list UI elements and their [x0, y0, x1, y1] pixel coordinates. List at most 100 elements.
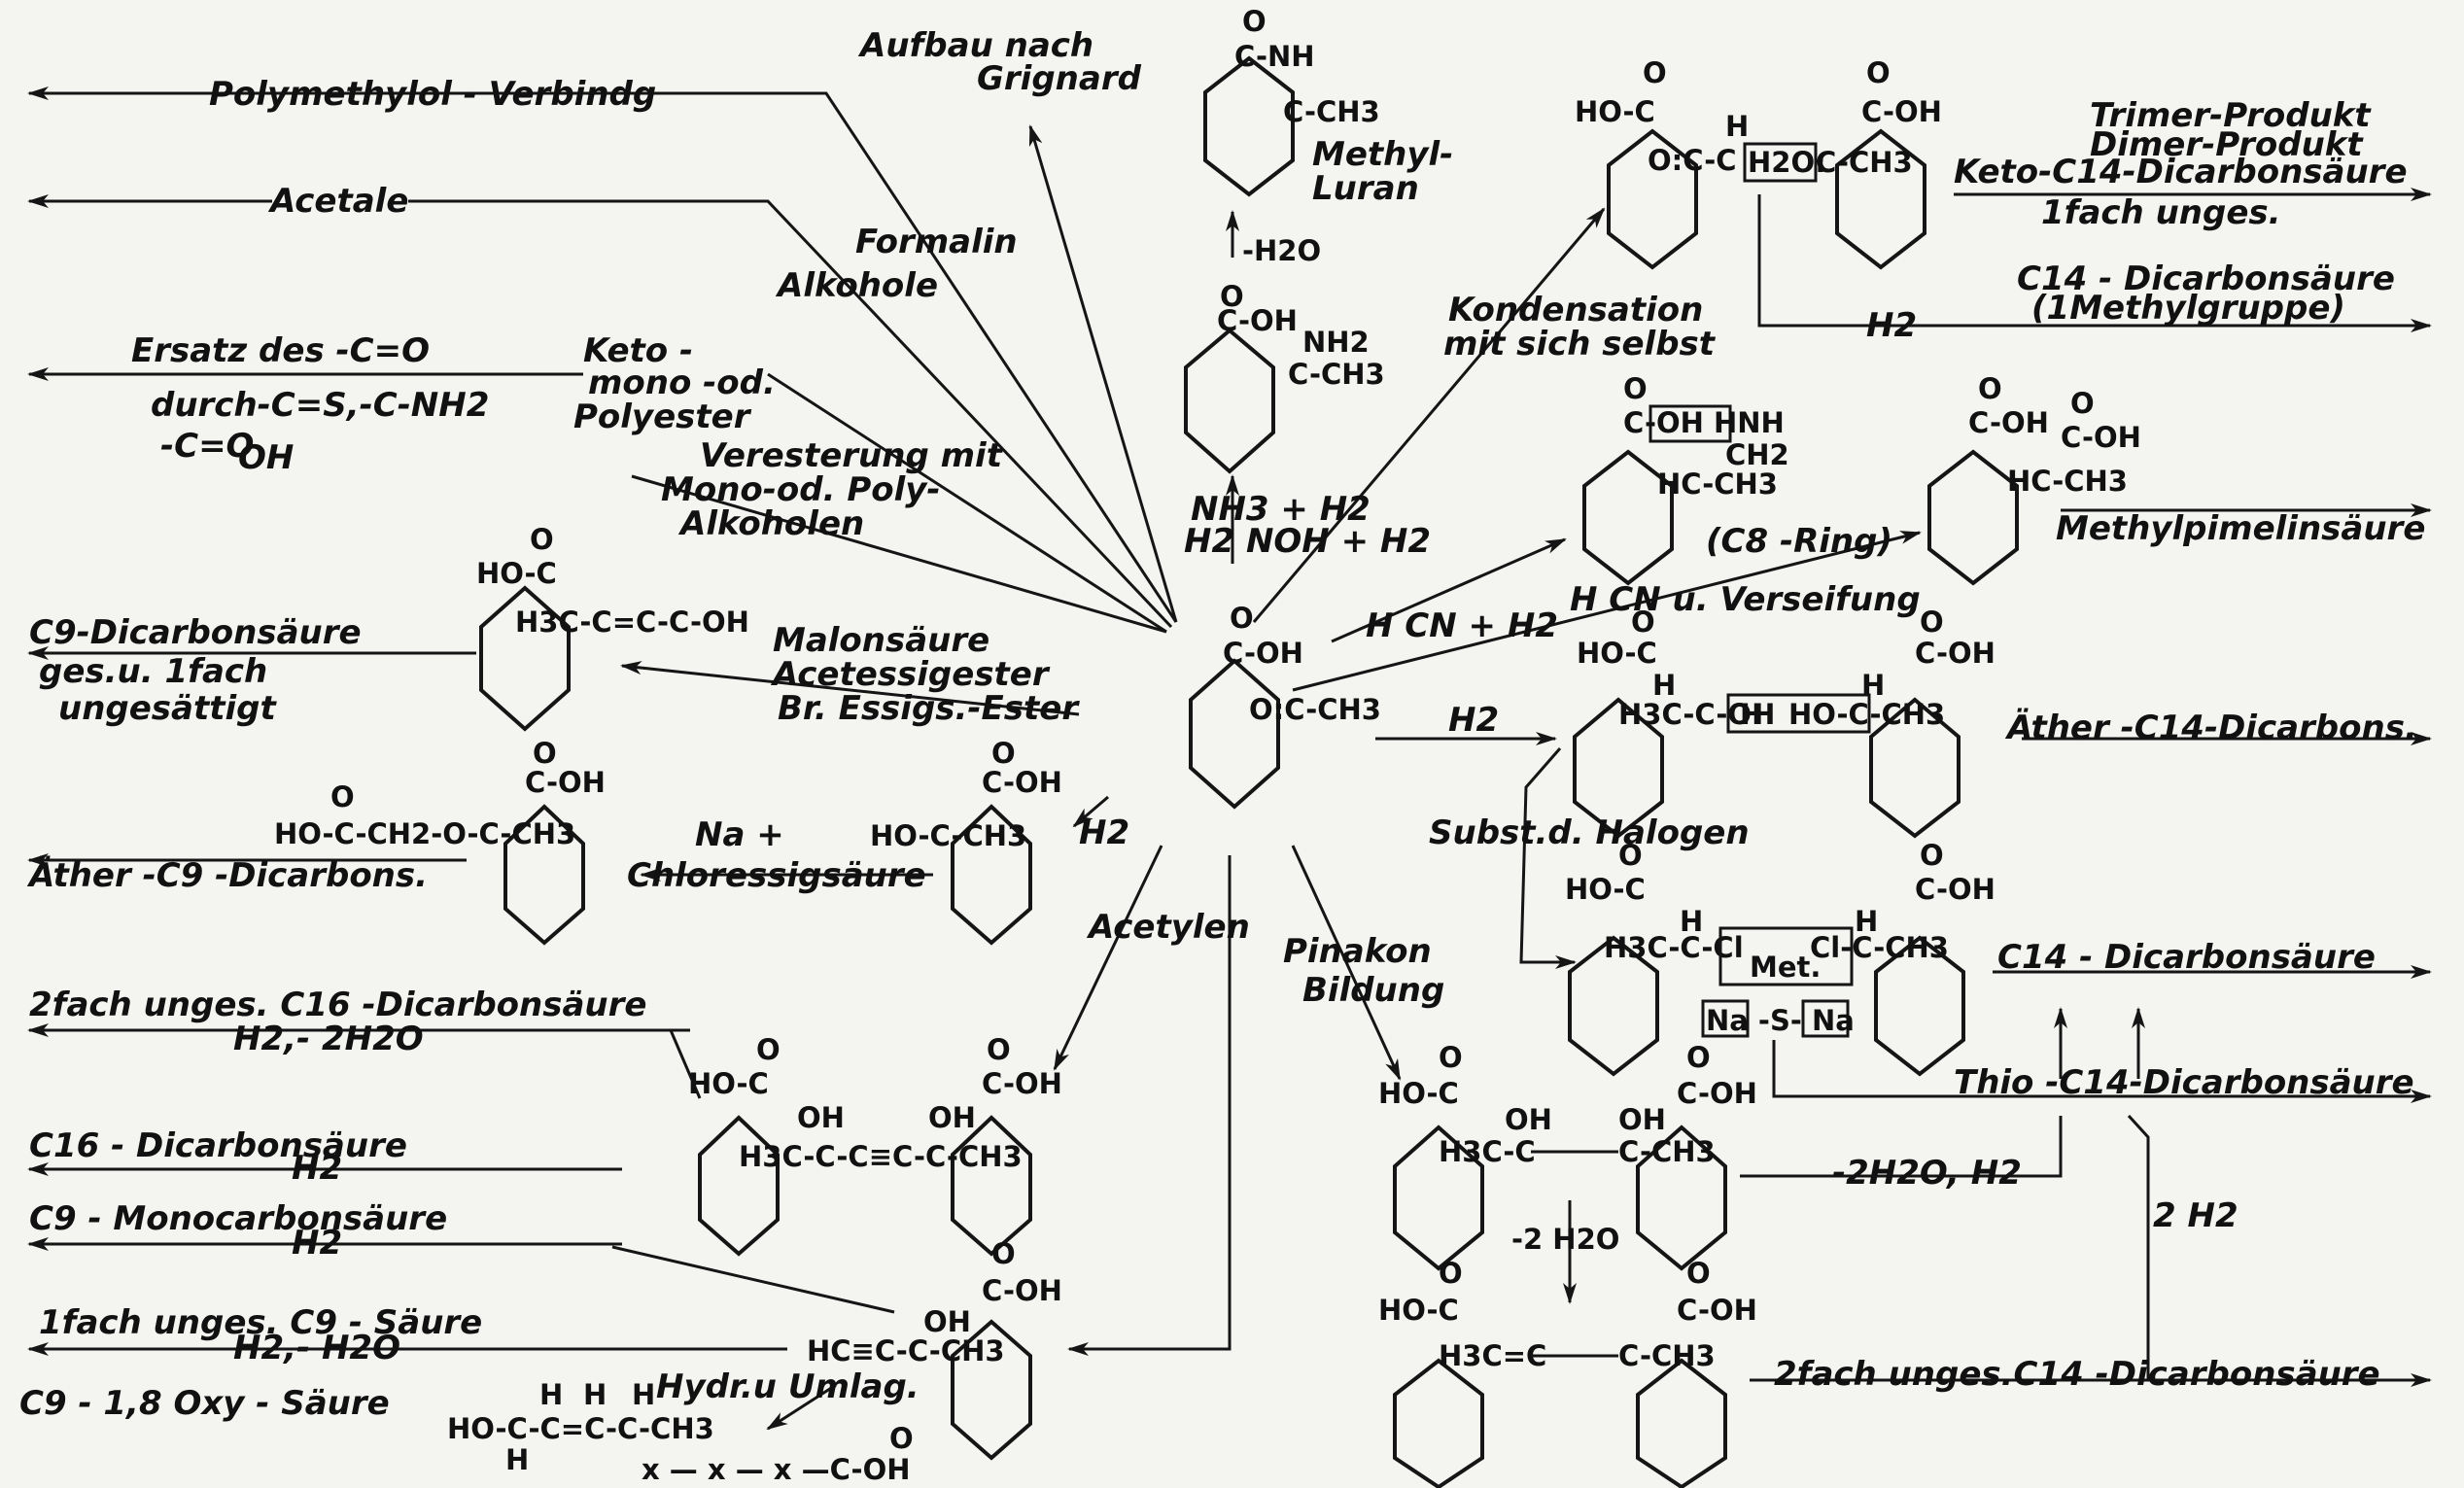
- oxy-h2: H: [583, 1378, 607, 1411]
- ae-h-box: H: [1740, 698, 1763, 731]
- oxy-x-chain: x — x — x —C-OH: [642, 1453, 911, 1486]
- cl-hoc: HO-C: [1565, 873, 1646, 906]
- pin-oh1: OH: [1505, 1103, 1552, 1136]
- kond-ch3: C-CH3: [1816, 146, 1913, 179]
- kond-hoc: HO-C: [1575, 95, 1655, 128]
- cl-right: Cl-C-CH3: [1810, 931, 1949, 964]
- label-ersatz-2: durch-C=S,-C-NH2: [151, 386, 489, 425]
- label-ester-2: Mono-od. Poly-: [661, 470, 941, 509]
- ethynyl-oh: OH: [923, 1305, 971, 1338]
- pin-left: H3C-C: [1439, 1135, 1536, 1168]
- label-aether-c9: Äther -C9 -Dicarbons.: [26, 855, 428, 895]
- label-kond-2: mit sich selbst: [1443, 325, 1717, 363]
- svg-text:O: O: [1618, 839, 1643, 872]
- label-na-1: Na +: [695, 815, 784, 854]
- label-nh3-2: H2 NOH + H2: [1184, 522, 1431, 561]
- ae-h2: H: [1861, 669, 1885, 702]
- center-ketone: O:C-CH3: [1249, 693, 1381, 726]
- label-2h2: 2 H2: [2153, 1196, 2238, 1235]
- label-keto-c14-b: 1fach unges.: [2041, 193, 2281, 232]
- c8-ring-molecule: O C-OH HNH CH2 HC-CH3 (C8 -Ring): [1582, 372, 1892, 586]
- ethynyl-molecule: O C-OH OH HC≡C-C-CH3: [807, 1237, 1062, 1461]
- right-arrows: [1226, 188, 2432, 1387]
- label-h2-mid: H2: [1448, 701, 1499, 740]
- pin-hoc: HO-C: [1378, 1077, 1459, 1110]
- pim-hc-ch3: HC-CH3: [2007, 465, 2128, 498]
- ae-hoc: HO-C: [1577, 637, 1657, 670]
- minus-h2o-label: -H2O: [1242, 234, 1321, 267]
- svg-text:O: O: [1623, 372, 1648, 405]
- label-c9-mono-2: H2: [292, 1224, 342, 1263]
- label-hcn-h2: H CN + H2: [1366, 606, 1558, 645]
- label-dimer: Dimer-Produkt: [2090, 125, 2364, 164]
- label-c9-dicarbon-2: ges.u. 1fach: [39, 652, 267, 691]
- svg-text:O: O: [1220, 280, 1244, 313]
- label-methylpimelin: Methylpimelinsäure: [2056, 509, 2425, 548]
- label-nh3-1: NH3 + H2: [1191, 490, 1371, 529]
- methyl-luran-1: Methyl-: [1312, 135, 1453, 174]
- acet-chain: H3C-C-C≡C-C-CH3: [739, 1140, 1023, 1173]
- label-h2-small: H2: [1079, 813, 1129, 852]
- label-thio-c14: Thio -C14-Dicarbonsäure: [1954, 1063, 2414, 1102]
- cl-coh: C-OH: [1915, 873, 1995, 906]
- label-c16-unges-1: 2fach unges. C16 -Dicarbonsäure: [29, 986, 646, 1024]
- svg-text:O: O: [1920, 839, 1944, 872]
- label-hcn-vers: H CN u. Verseifung: [1570, 580, 1921, 619]
- acetylene-diol-molecule: O HO-C O C-OH OH OH H3C-C-C≡C-C-CH3: [688, 1033, 1062, 1257]
- ae-right: HO-C-CH3: [1788, 698, 1945, 731]
- diene-molecule: O HO-C O C-OH H3C=C C-CH3: [1378, 1257, 1757, 1488]
- cl-met: Met.: [1750, 951, 1821, 984]
- label-c9-saeure-1: 1fach unges. C9 - Säure: [39, 1303, 482, 1342]
- label-h2-right: H2: [1866, 306, 1917, 345]
- dien-hoc: HO-C: [1378, 1294, 1459, 1327]
- label-c14-methyl-1: C14 - Dicarbonsäure: [2017, 260, 2395, 298]
- label-malon-2: Acetessigester: [770, 655, 1051, 694]
- kond-h2o: H2O:: [1748, 146, 1826, 179]
- label-2h2o-h2: -2H2O, H2: [1832, 1154, 2022, 1193]
- label-formalin: Formalin: [855, 223, 1018, 261]
- condensation-molecule: O HO-C O C-OH H O:C-C H2O: C-CH3: [1575, 56, 1942, 270]
- label-c14-unges: 2fach unges.C14 -Dicarbonsäure: [1774, 1355, 2380, 1394]
- acet-hoc: HO-C: [688, 1067, 769, 1100]
- svg-text:O: O: [991, 1237, 1016, 1270]
- cl-h1: H: [1680, 905, 1703, 938]
- label-minus-2h2o: -2 H2O: [1511, 1223, 1619, 1256]
- label-c9-oxy: C9 - 1,8 Oxy - Säure: [19, 1384, 390, 1423]
- label-grignard-1: Aufbau nach: [857, 26, 1093, 65]
- label-c16-dicarbon-1: C16 - Dicarbonsäure: [29, 1126, 407, 1165]
- label-c9-saeure-2: H2,- H2O: [233, 1329, 400, 1367]
- amino-ch3: C-CH3: [1288, 358, 1385, 391]
- svg-text:O: O: [330, 780, 355, 813]
- amino-nh2: NH2: [1302, 326, 1370, 359]
- c8-ch2: CH2: [1725, 438, 1789, 471]
- center-molecule: C-OH O O:C-CH3: [1189, 602, 1381, 810]
- label-malon-3: Br. Essigs.-Ester: [778, 689, 1080, 728]
- left-product-labels: Polymethylol - Verbindg Acetale Ersatz d…: [19, 75, 656, 1423]
- svg-text:O: O: [533, 737, 557, 770]
- ae-h1: H: [1652, 669, 1676, 702]
- svg-text:O: O: [2070, 387, 2095, 420]
- label-keto-3: Polyester: [573, 398, 752, 436]
- label-na-2: Chloressigsäure: [627, 856, 926, 895]
- pin-right: C-CH3: [1618, 1135, 1716, 1168]
- oxy-h4: H: [505, 1443, 529, 1476]
- ae-coh: C-OH: [1915, 637, 1995, 670]
- cl-left: H3C-C-Cl: [1604, 931, 1744, 964]
- ether-chain: HO-C-CH2-O-C-CH3: [274, 817, 575, 850]
- c8-hc-ch3: HC-CH3: [1657, 467, 1778, 501]
- label-c9-dicarbon-1: C9-Dicarbonsäure: [29, 613, 362, 652]
- label-keto-c14: Keto-C14-Dicarbonsäure: [1954, 153, 2408, 191]
- right-product-labels: Trimer-Produkt Dimer-Produkt Keto-C14-Di…: [1774, 96, 2425, 1394]
- label-keto-2: mono -od.: [588, 363, 776, 402]
- label-subst: Subst.d. Halogen: [1429, 813, 1750, 852]
- svg-text:O: O: [1439, 1041, 1463, 1074]
- svg-text:O: O: [1242, 5, 1267, 38]
- malon-chain: H3C-C=C-C-OH: [515, 606, 749, 639]
- svg-text:O: O: [1631, 606, 1655, 639]
- ethynyl-coh: C-OH: [982, 1274, 1062, 1307]
- pimelin-molecule: O C-OH O C-OH HC-CH3: [1927, 372, 2141, 586]
- label-ersatz-3b: OH: [238, 438, 294, 477]
- dien-right: C-CH3: [1618, 1339, 1716, 1372]
